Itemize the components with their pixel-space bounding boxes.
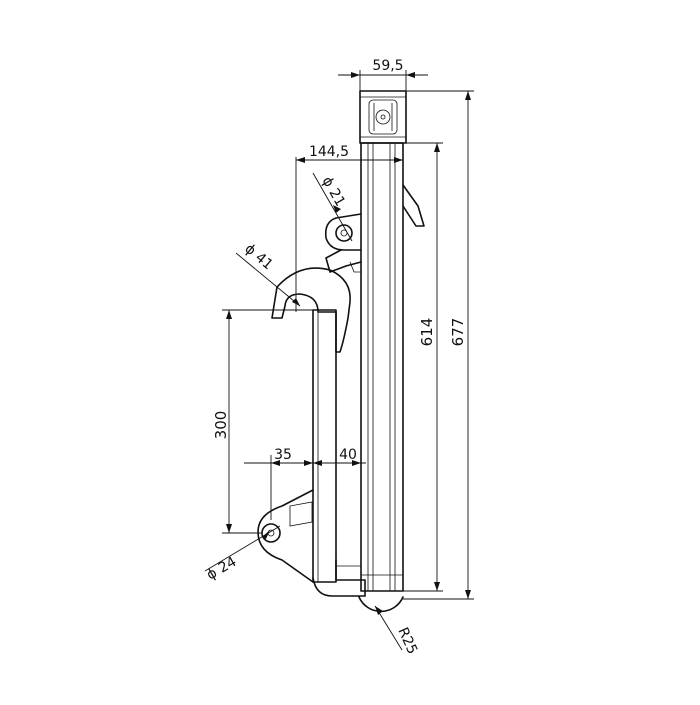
dim-top-width-label: 59,5 (372, 58, 403, 74)
dim-offset-label: 144,5 (309, 144, 349, 160)
upper-pin-bracket (324, 213, 362, 273)
dim-pin-upper-label: ϕ 21 (319, 174, 349, 209)
dim-pin-upper: ϕ 21 (312, 172, 353, 242)
upper-pin (335, 224, 353, 242)
lower-plate (257, 489, 314, 583)
dim-hole-lower-label: ϕ 24 (204, 554, 239, 584)
main-beam (360, 142, 404, 592)
dim-height-inner-label: 614 (418, 318, 436, 347)
dim-hook-label: ϕ 41 (241, 241, 275, 274)
vertical-arm (312, 309, 337, 583)
dim-radius: R25 (374, 605, 420, 657)
dim-height-total: 677 (403, 90, 474, 600)
side-latch (402, 184, 425, 227)
dimensions: 59,5 144,5 ϕ 21 ϕ 41 (204, 58, 474, 657)
lower-hole (261, 523, 281, 543)
dim-spacing: 300 (212, 309, 313, 534)
bottom-foot (312, 559, 404, 613)
dim-gap-b-label: 40 (339, 447, 357, 463)
dim-top-width: 59,5 (338, 58, 428, 91)
dim-offset: 144,5 (295, 143, 404, 312)
part-outline (257, 90, 425, 613)
dim-radius-label: R25 (394, 625, 420, 657)
dim-spacing-label: 300 (212, 411, 230, 440)
dim-height-total-label: 677 (449, 318, 467, 347)
hook (271, 267, 351, 353)
top-head-block (359, 90, 407, 144)
dim-gap-a-label: 35 (274, 447, 292, 463)
dim-height-inner: 614 (403, 142, 443, 592)
dim-gaps: 35 40 (244, 447, 366, 520)
